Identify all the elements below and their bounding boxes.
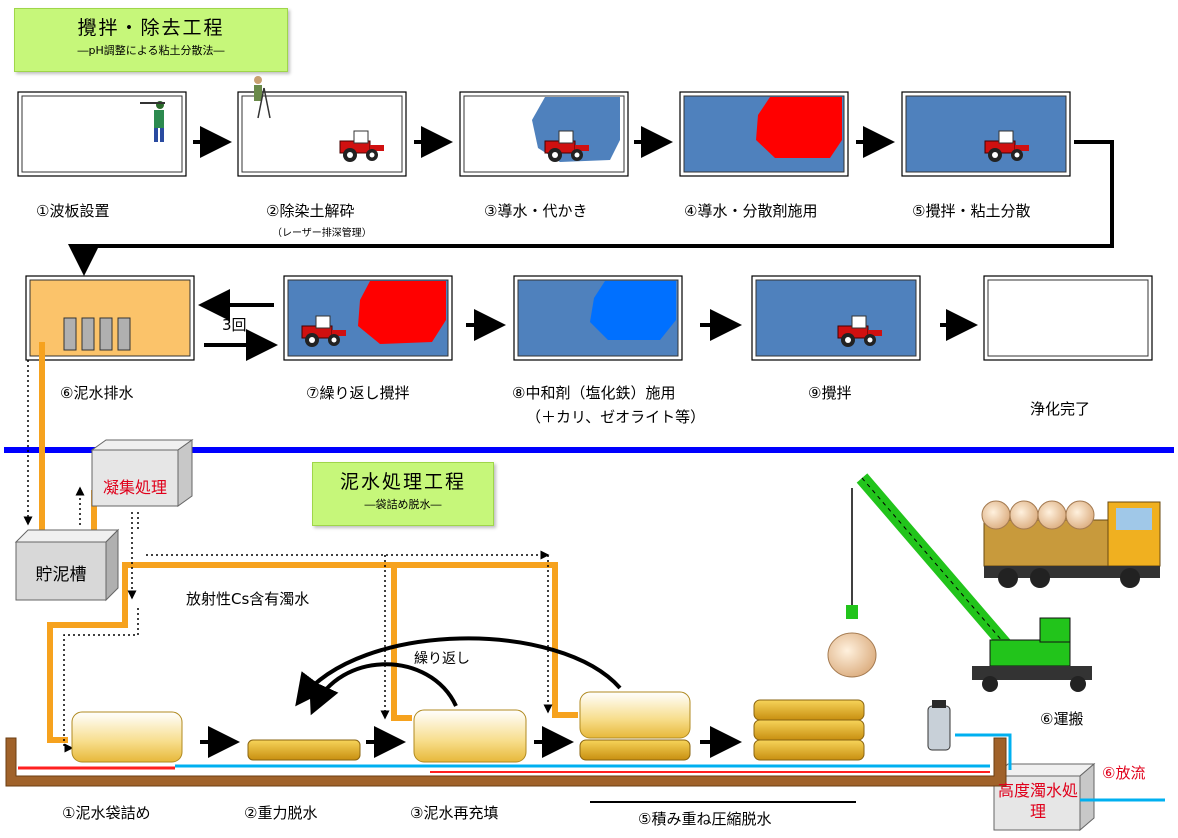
flocculation-box	[90, 439, 194, 507]
stir-process-title: 攪拌・除去工程	[77, 17, 225, 39]
cs-water-label: 放射性Cs含有濁水	[186, 590, 310, 608]
tractor-icon	[544, 130, 589, 162]
row2-arrows	[198, 289, 978, 361]
step-9-label: ⑨攪拌	[808, 384, 852, 402]
panel-step-2	[237, 76, 407, 177]
transport-label: ⑥運搬	[1040, 710, 1084, 728]
step-7-label: ⑦繰り返し攪拌	[306, 384, 410, 402]
discharge-label: ⑥放流	[1102, 764, 1146, 782]
mud-process-title-box: 泥水処理工程 ―袋詰め脱水―	[312, 462, 494, 526]
step-2-label: ②除染土解砕	[266, 202, 355, 220]
repeat-3-label: 3回	[222, 316, 247, 334]
pump-icons	[63, 317, 131, 351]
tractor-icon	[339, 130, 384, 162]
step-8-label: ⑧中和剤（塩化鉄）施用	[512, 384, 676, 402]
truck-icon	[981, 500, 1161, 588]
bag-step-3	[413, 709, 527, 763]
mud-process-title: 泥水処理工程	[339, 471, 466, 493]
complete-label: 浄化完了	[1030, 400, 1091, 418]
step-1-label: ①波板設置	[36, 202, 110, 220]
panel-step-8	[513, 275, 683, 361]
storage-tank-label: 貯泥槽	[35, 565, 87, 585]
panel-step-4	[679, 91, 849, 177]
repeat-label: 繰り返し	[414, 651, 470, 667]
stir-process-title-box: 攪拌・除去工程 ―pH調整による粘土分散法―	[14, 8, 288, 72]
step-6-label: ⑥泥水排水	[60, 384, 134, 402]
repeat-arcs	[295, 636, 622, 716]
worker-icon	[140, 101, 165, 142]
bag-step-2	[247, 739, 361, 761]
mud-step-2-label: ②重力脱水	[244, 804, 318, 822]
mud-step-3-label: ③泥水再充填	[410, 804, 499, 822]
advanced-treatment-label: 高度濁水処理	[998, 781, 1079, 821]
mud-step-5-label: ⑤積み重ね圧縮脱水	[638, 810, 772, 828]
storage-tank-box	[14, 528, 120, 602]
panel-step-5	[901, 91, 1071, 177]
row-connector-arrow	[68, 140, 1114, 276]
tractor-icon	[984, 130, 1029, 162]
hanging-sack	[827, 632, 877, 678]
advanced-treatment-box	[992, 762, 1096, 832]
flocculation-label: 凝集処理	[102, 478, 167, 497]
mud-process-subtitle: ―袋詰め脱水―	[364, 498, 442, 511]
surveyor-icon	[254, 76, 271, 119]
step-4-label: ④導水・分散剤施用	[684, 202, 818, 220]
step-5-label: ⑤攪拌・粘土分散	[912, 202, 1031, 220]
bag-step-4	[579, 691, 691, 761]
panel-step-1	[17, 91, 187, 177]
stir-process-subtitle: ―pH調整による粘土分散法―	[77, 44, 225, 57]
crane-icon	[846, 473, 1092, 692]
panel-step-6	[25, 275, 195, 361]
bag-step-1	[71, 711, 183, 763]
mud-step-1-label: ①泥水袋詰め	[62, 804, 151, 822]
panel-step-7	[283, 275, 453, 361]
step-2-note: （レーザー排深管理）	[272, 228, 372, 239]
panel-step-9	[751, 275, 921, 361]
step-3-label: ③導水・代かき	[484, 202, 588, 220]
panel-step-3	[459, 91, 629, 177]
panel-complete	[983, 275, 1153, 361]
tractor-icon	[837, 315, 882, 347]
step-8-note: （＋カリ、ゼオライト等）	[526, 408, 706, 426]
dotted-connectors	[23, 360, 553, 753]
pump-icon	[927, 700, 951, 751]
bag-step-5	[753, 699, 865, 761]
drainage-basin	[5, 712, 1165, 802]
tractor-icon	[301, 315, 346, 347]
